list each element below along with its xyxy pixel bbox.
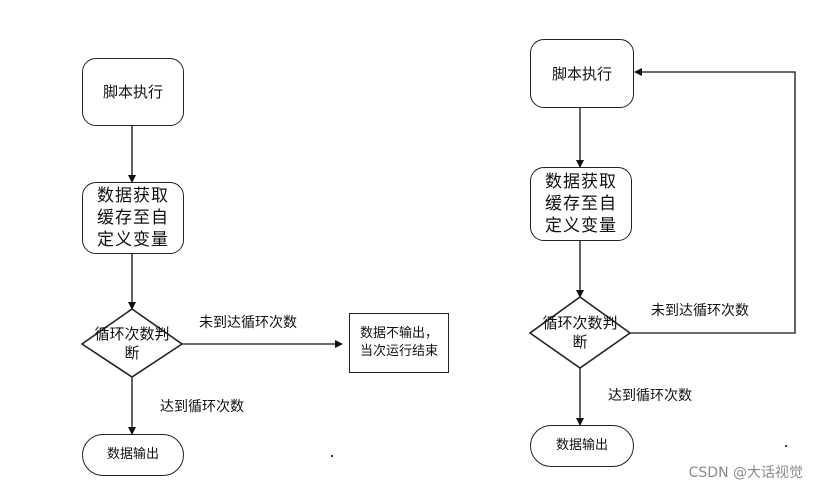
left-output-label: 数据输出	[106, 447, 159, 462]
left-reached-label: 达到循环次数	[160, 399, 244, 415]
right-reached-label: 达到循环次数	[608, 388, 692, 404]
stray-dot-right	[785, 445, 787, 447]
right-decision-label: 循环次数判断	[542, 314, 618, 351]
right-cache-label: 数据获取缓存至自定义变量	[545, 172, 617, 236]
right-not-reached-label: 未到达循环次数	[651, 303, 749, 319]
right-loop-back-arrow	[630, 68, 796, 334]
left-output-node: 数据输出	[82, 434, 184, 476]
watermark: CSDN @大话视觉	[688, 465, 803, 481]
right-decision-diamond	[528, 296, 632, 369]
left-cache-label: 数据获取缓存至自定义变量	[97, 186, 169, 250]
right-start-node: 脚本执行	[530, 39, 634, 108]
left-not-reached-label: 未到达循环次数	[199, 315, 297, 331]
stray-dot-left	[331, 455, 333, 457]
left-decision-diamond	[80, 308, 184, 378]
right-start-label: 脚本执行	[551, 64, 612, 83]
left-cache-node: 数据获取缓存至自定义变量	[82, 182, 184, 254]
left-end-no-output-label: 数据不输出，当次运行结束	[359, 326, 438, 359]
left-decision-label: 循环次数判断	[94, 325, 170, 362]
right-cache-node: 数据获取缓存至自定义变量	[530, 167, 632, 241]
left-end-no-output-node: 数据不输出，当次运行结束	[349, 313, 449, 373]
right-output-node: 数据输出	[530, 425, 634, 467]
left-start-node: 脚本执行	[82, 58, 184, 126]
right-output-label: 数据输出	[555, 438, 608, 453]
left-start-label: 脚本执行	[102, 83, 163, 101]
